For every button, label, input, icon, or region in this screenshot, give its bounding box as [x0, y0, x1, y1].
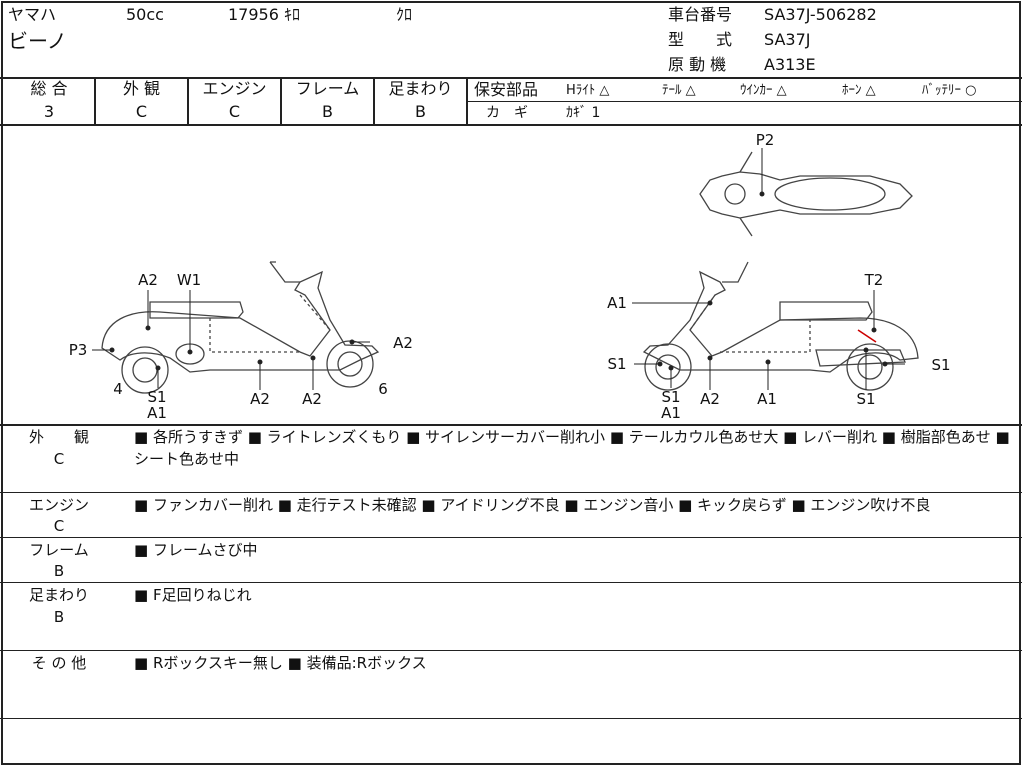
- label-a1-floor-right: A1: [757, 390, 777, 408]
- grade-label-exterior: 外 観: [122, 79, 161, 98]
- divider: [0, 718, 1022, 719]
- note-cat-suspension: 足まわり: [28, 586, 89, 604]
- label-a2-right: A2: [700, 390, 720, 408]
- label-w1: W1: [177, 271, 201, 289]
- displacement: 50cc: [126, 5, 164, 24]
- safety-parts-label: 保安部品: [474, 80, 539, 99]
- grade-value-exterior: C: [135, 102, 148, 121]
- note-grade-suspension: B: [53, 608, 65, 626]
- safety-battery: ﾊﾞｯﾃﾘｰ ○: [922, 83, 977, 98]
- label-a1-front-right: A1: [607, 294, 627, 312]
- note-cat-other: そ の 他: [31, 654, 87, 672]
- label-s1-wheel-right: S1: [661, 388, 680, 406]
- divider: [468, 101, 1022, 102]
- divider: [0, 77, 1022, 79]
- label-s1-left: S1: [147, 388, 166, 406]
- grade-label-frame: フレーム: [295, 79, 360, 98]
- safety-horn: ﾎｰﾝ △: [842, 83, 876, 98]
- safety-headlight: Hﾗｲﾄ △: [566, 83, 610, 98]
- label-a2-lower: A2: [302, 390, 322, 408]
- damage-diagram: A2 W1 P3 A2 4 S1 A1 A2 A2 6 P2 A1 T2 S1 …: [69, 131, 951, 422]
- grade-value-frame: B: [322, 102, 333, 121]
- divider: [94, 78, 96, 124]
- engine-label: 原 動 機: [668, 55, 727, 74]
- scooter-right-view: [642, 261, 919, 391]
- note-cat-exterior: 外 観: [28, 428, 89, 446]
- label-6: 6: [378, 380, 388, 398]
- safety-winker: ｳｲﾝｶｰ △: [740, 83, 787, 98]
- frame-number-value: SA37J-506282: [764, 5, 877, 24]
- scooter-top-view: [699, 151, 913, 237]
- note-grade-frame: B: [53, 562, 65, 580]
- divider: [373, 78, 375, 124]
- note-grade-exterior: C: [53, 450, 65, 468]
- note-text-engine: ■ ファンカバー削れ ■ 走行テスト未確認 ■ アイドリング不良 ■ エンジン音…: [134, 496, 931, 514]
- divider: [280, 78, 282, 124]
- label-a2-floor: A2: [250, 390, 270, 408]
- mileage: 17956 ｷﾛ: [228, 5, 300, 24]
- maker: ヤマハ: [8, 5, 57, 24]
- grade-label-overall: 総 合: [30, 79, 68, 98]
- grade-label-engine: エンジン: [202, 79, 267, 98]
- divider: [0, 424, 1022, 426]
- label-a2-seat: A2: [138, 271, 158, 289]
- engine-value: A313E: [764, 55, 816, 74]
- note-text-suspension: ■ F足回りねじれ: [134, 586, 252, 604]
- model-type-value: SA37J: [764, 30, 811, 49]
- label-s1-rear-right: S1: [931, 356, 950, 374]
- note-cat-engine: エンジン: [28, 496, 89, 514]
- label-s1-front-right: S1: [607, 355, 626, 373]
- label-s1-lower-right: S1: [856, 390, 875, 408]
- note-cat-frame: フレーム: [29, 541, 89, 559]
- divider: [0, 124, 1022, 126]
- key-value: ｶｷﾞ 1: [566, 105, 601, 121]
- label-a1-wheel-right: A1: [661, 404, 681, 422]
- label-t2: T2: [864, 271, 884, 289]
- grade-value-engine: C: [228, 102, 241, 121]
- label-p2: P2: [756, 131, 775, 149]
- label-p3: P3: [69, 341, 88, 359]
- note-text-frame: ■ フレームさび中: [134, 541, 258, 559]
- note-text-other: ■ Rボックスキー無し ■ 装備品:Rボックス: [134, 654, 427, 672]
- safety-taillight: ﾃｰﾙ △: [662, 83, 696, 98]
- key-label: カ ギ: [486, 105, 528, 121]
- frame-number-label: 車台番号: [668, 5, 733, 24]
- divider: [0, 492, 1022, 493]
- divider: [0, 582, 1022, 583]
- grade-value-suspension: B: [415, 102, 426, 121]
- label-a2-front: A2: [393, 334, 413, 352]
- label-4: 4: [113, 380, 123, 398]
- label-a1-left: A1: [147, 404, 167, 422]
- t2-damage-mark: [857, 329, 877, 343]
- model-type-label: 型 式: [668, 30, 733, 49]
- grade-label-suspension: 足まわり: [388, 79, 453, 98]
- body-color: ｸﾛ: [396, 5, 413, 24]
- divider: [466, 78, 468, 124]
- note-text-exterior: ■ 各所うすきず ■ ライトレンズくもり ■ サイレンサーカバー削れ小 ■ テー…: [134, 428, 1010, 468]
- divider: [0, 650, 1022, 651]
- divider: [187, 78, 189, 124]
- divider: [0, 537, 1022, 538]
- model-name: ビーノ: [8, 29, 67, 53]
- note-grade-engine: C: [53, 517, 65, 535]
- grade-value-overall: 3: [43, 102, 55, 121]
